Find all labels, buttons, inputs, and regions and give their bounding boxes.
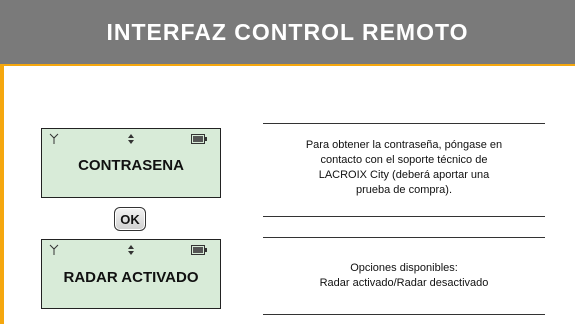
lcd-message: RADAR ACTIVADO	[63, 269, 199, 286]
description-line: LACROIX City (deberá aportar una	[318, 169, 490, 181]
lcd-screen-radar: RADAR ACTIVADO	[41, 239, 221, 309]
divider	[263, 216, 545, 217]
battery-icon	[191, 134, 207, 144]
up-down-arrows-icon	[128, 134, 134, 144]
divider	[263, 237, 545, 238]
battery-icon	[191, 245, 207, 255]
antenna-icon	[49, 133, 59, 144]
lcd-screen-password: CONTRASENA	[41, 128, 221, 198]
lcd-status-bar	[42, 244, 220, 256]
description-line: contacto con el soporte técnico de	[320, 154, 488, 166]
antenna-icon	[49, 244, 59, 255]
divider	[263, 123, 545, 124]
description-line: Radar activado/Radar desactivado	[319, 277, 489, 289]
description-line: prueba de compra).	[356, 184, 452, 196]
title-bar: INTERFAZ CONTROL REMOTO	[0, 0, 575, 66]
page-title: INTERFAZ CONTROL REMOTO	[106, 18, 469, 45]
divider	[263, 314, 545, 315]
description-line: Opciones disponibles:	[350, 262, 458, 274]
description-line: Para obtener la contraseña, póngase en	[305, 139, 503, 151]
accent-stripe	[0, 66, 4, 324]
lcd-message: CONTRASENA	[78, 157, 184, 174]
ok-button[interactable]: OK	[114, 207, 146, 231]
lcd-status-bar	[42, 133, 220, 145]
description-password: Para obtener la contraseña, póngase en c…	[263, 138, 545, 198]
description-radar: Opciones disponibles: Radar activado/Rad…	[263, 261, 545, 291]
up-down-arrows-icon	[128, 245, 134, 255]
